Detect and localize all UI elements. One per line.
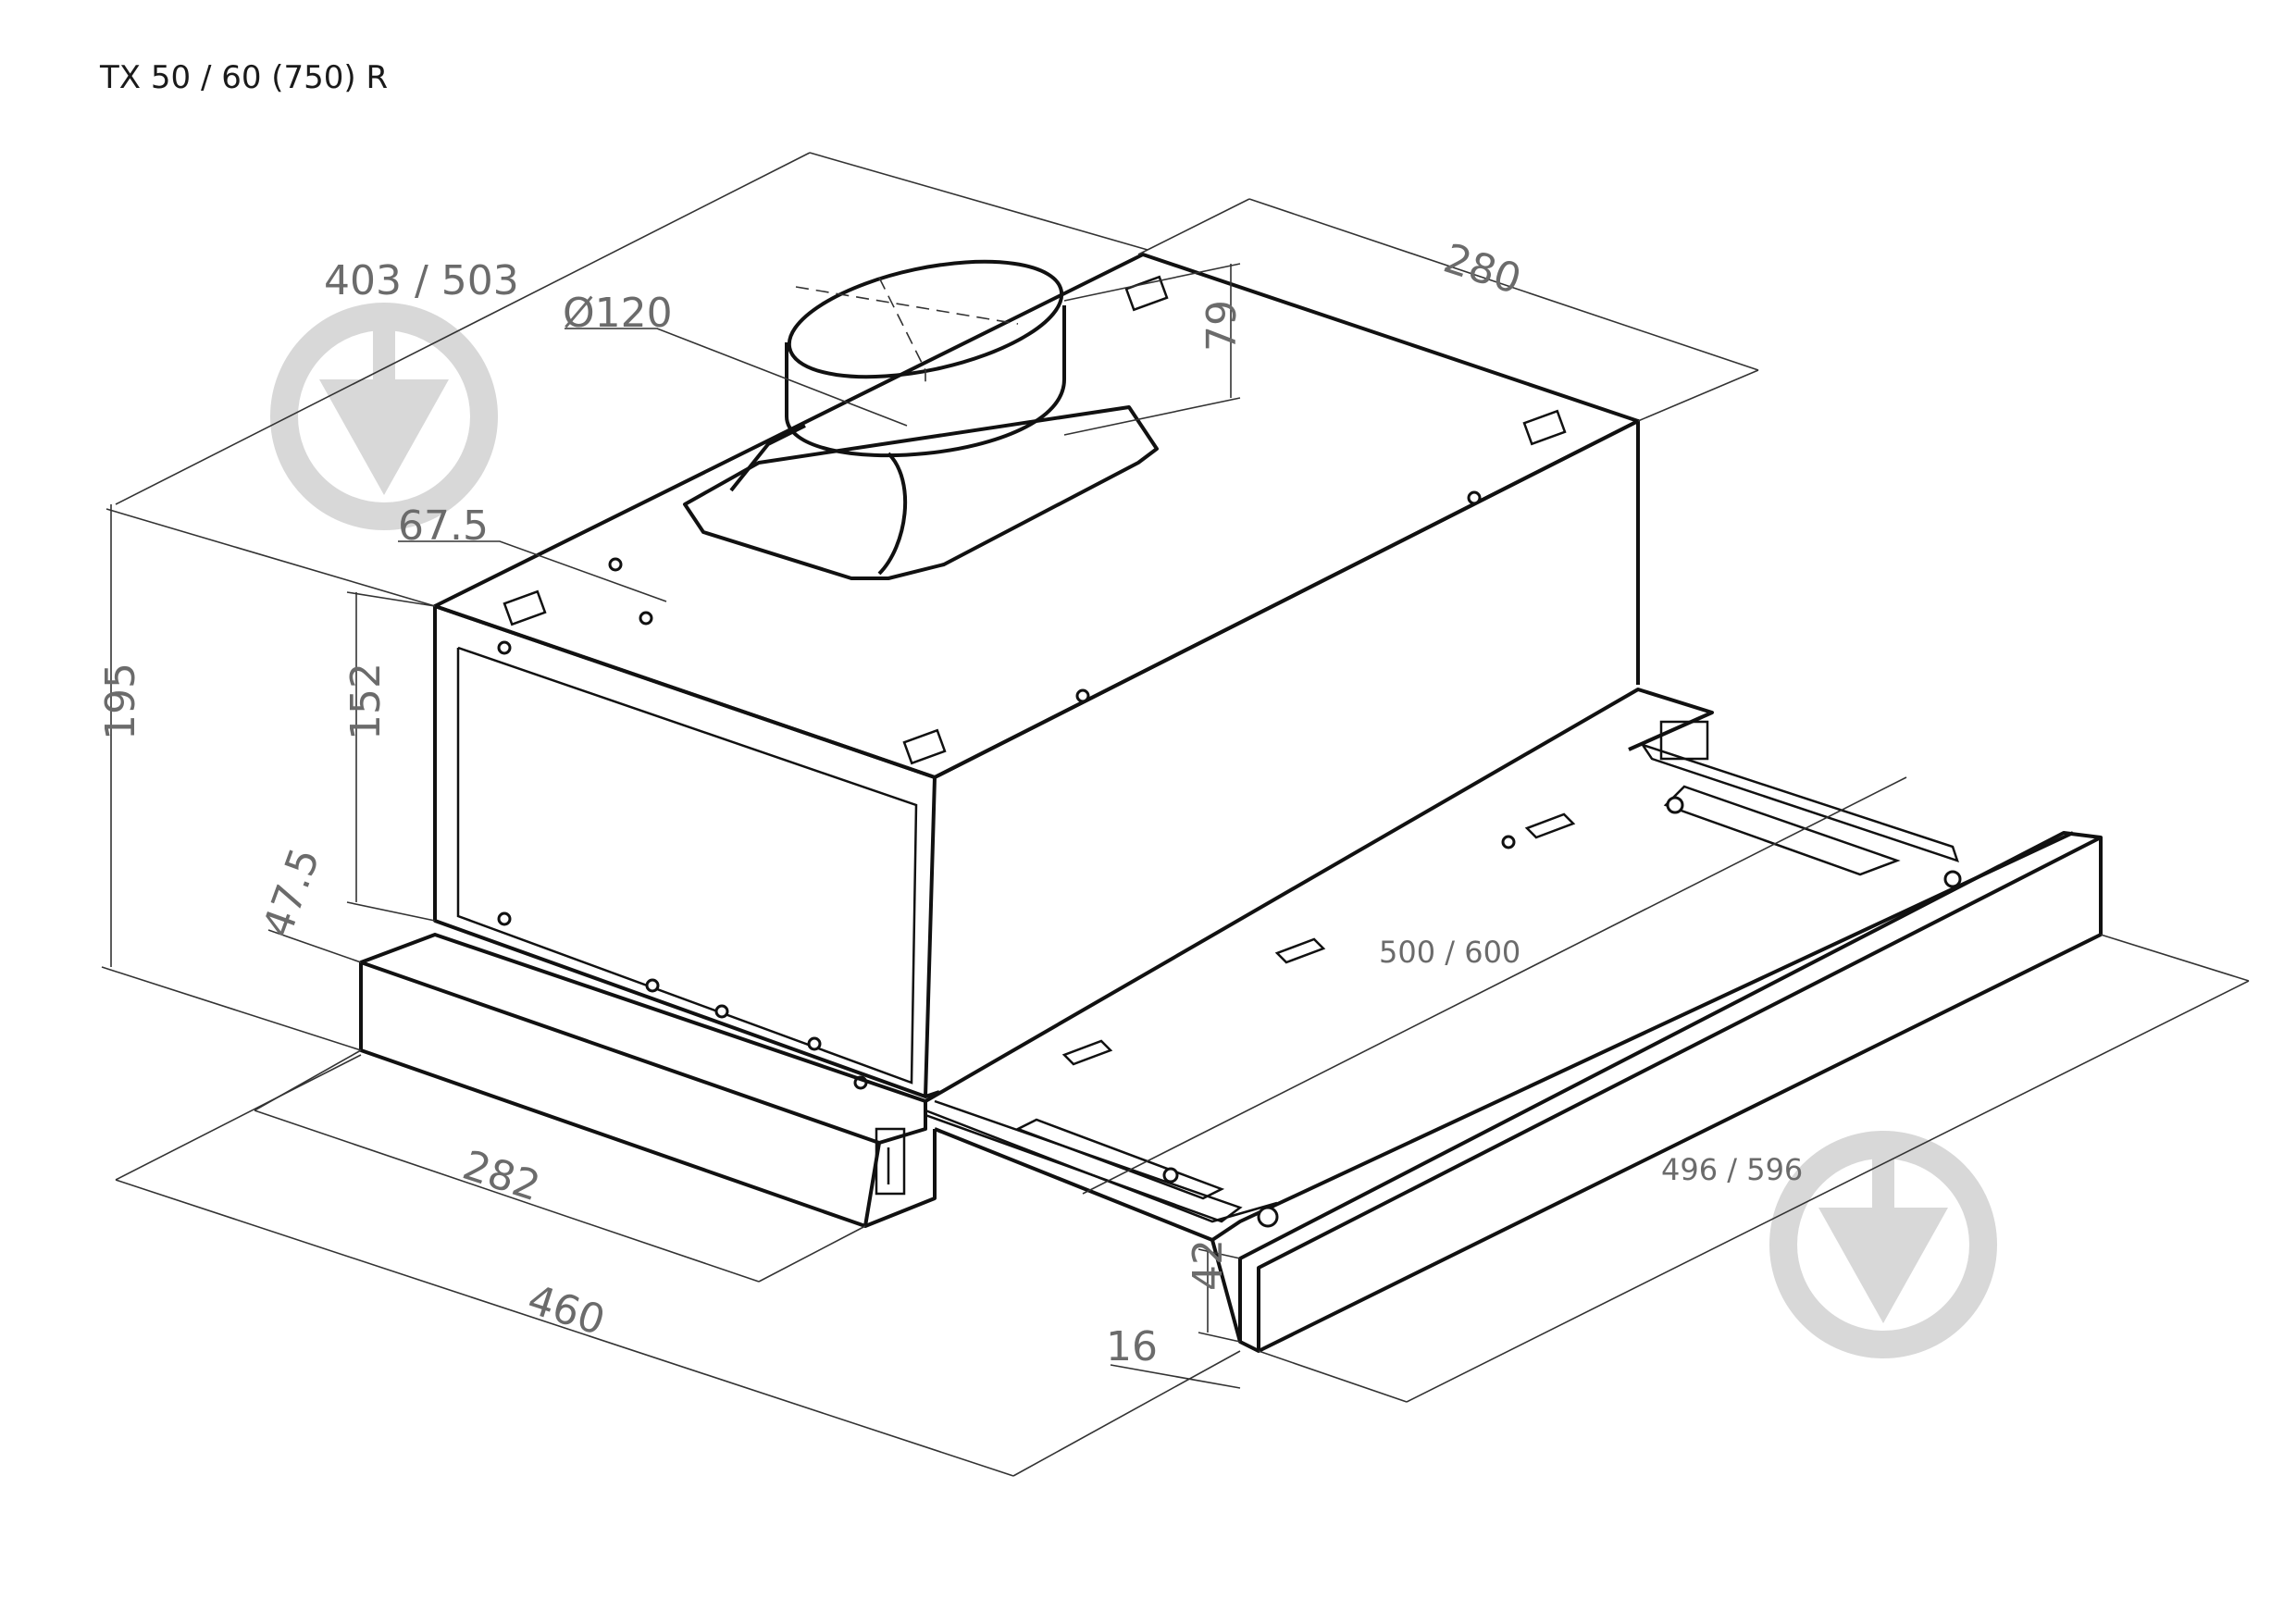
lower-housing	[359, 933, 937, 1228]
dimension-lines	[101, 152, 2250, 1477]
slide-out-tray	[924, 688, 2103, 1353]
dim-front-thickness: 16	[1106, 1323, 1158, 1370]
model-title: TX 50 / 60 (750) R	[100, 59, 389, 96]
dim-front-height: 42	[1185, 1239, 1232, 1291]
dim-lower-offset: 47.5	[254, 842, 329, 944]
dim-duct-offset: 67.5	[398, 502, 489, 550]
watermark-download-icon	[1769, 1131, 1997, 1358]
watermark-download-icon	[270, 303, 498, 530]
duct-connector	[683, 259, 1159, 580]
dim-top-width: 280	[1438, 235, 1527, 304]
dim-slider-length: 500 / 600	[1379, 935, 1520, 970]
dim-lower-width: 282	[457, 1142, 546, 1210]
dim-duct-height: 79	[1198, 300, 1246, 352]
dim-total-height: 195	[97, 663, 144, 740]
dim-depth-top: 403 / 503	[324, 257, 519, 304]
dim-front-length: 496 / 596	[1661, 1152, 1803, 1187]
dim-total-width: 460	[522, 1276, 611, 1345]
dim-duct-diameter: Ø120	[563, 290, 673, 337]
dim-body-height: 152	[342, 663, 390, 740]
hood-body	[433, 253, 1640, 1098]
